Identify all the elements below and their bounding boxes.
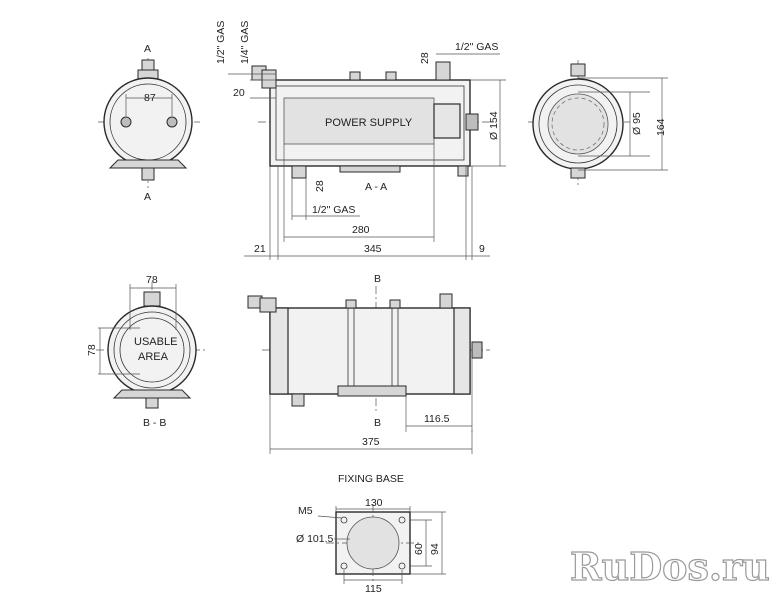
dim-78-vertical: 78 — [86, 344, 98, 356]
section-b-b-title: B - B — [143, 417, 166, 429]
usable-area-line2: AREA — [138, 351, 169, 363]
end-view-right: Ø 95 164 — [528, 60, 668, 186]
dim-gas-14-vert: 1/4" GAS — [239, 21, 251, 64]
dim-345: 345 — [364, 243, 382, 255]
dim-gas-12-bottom: 1/2" GAS — [312, 204, 355, 216]
fixing-base-title: FIXING BASE — [338, 473, 404, 485]
power-supply-label: POWER SUPPLY — [325, 117, 413, 129]
section-a-a-title: A - A — [365, 181, 387, 193]
dim-28-top: 28 — [419, 52, 431, 64]
dim-375: 375 — [362, 436, 380, 448]
dim-87: 87 — [144, 92, 156, 104]
side-view: B B 116.5 375 — [247, 273, 490, 454]
dim-116-5: 116.5 — [424, 413, 450, 425]
section-b-b-view: USABLE AREA 78 78 B - B — [86, 274, 208, 429]
dim-9: 9 — [479, 243, 485, 255]
section-mark-b-bottom: B — [374, 417, 381, 429]
dim-164: 164 — [655, 118, 667, 136]
section-mark-a-top: A — [144, 43, 151, 55]
watermark-text: RuDos.ru — [570, 544, 770, 589]
dim-phi-95: Ø 95 — [631, 112, 643, 135]
dim-28-bottom: 28 — [314, 180, 326, 192]
dim-phi-101-5: Ø 101.5 — [296, 533, 334, 545]
end-view-a: 87 A A — [98, 43, 200, 203]
section-mark-b-top: B — [374, 273, 381, 285]
dim-21: 21 — [254, 243, 266, 255]
dim-78-horizontal: 78 — [146, 274, 158, 286]
dim-115: 115 — [365, 583, 382, 595]
dim-phi-154: Ø 154 — [488, 111, 500, 140]
dim-94: 94 — [429, 543, 441, 555]
dim-gas-12-top: 1/2" GAS — [455, 41, 498, 53]
usable-area-line1: USABLE — [134, 336, 177, 348]
section-a-a-view: POWER SUPPLY A - A 1/2" GAS 1/4" GAS 20 … — [215, 21, 506, 260]
dim-60: 60 — [413, 543, 425, 555]
fixing-base-view: FIXING BASE 130 M5 Ø 101.5 60 94 115 — [296, 473, 446, 595]
dim-m5: M5 — [298, 505, 313, 517]
dim-280: 280 — [352, 224, 370, 236]
section-mark-a-bottom: A — [144, 191, 151, 203]
dim-20: 20 — [233, 87, 245, 99]
dim-gas-12-vert: 1/2" GAS — [215, 21, 227, 64]
dim-130: 130 — [365, 497, 383, 509]
